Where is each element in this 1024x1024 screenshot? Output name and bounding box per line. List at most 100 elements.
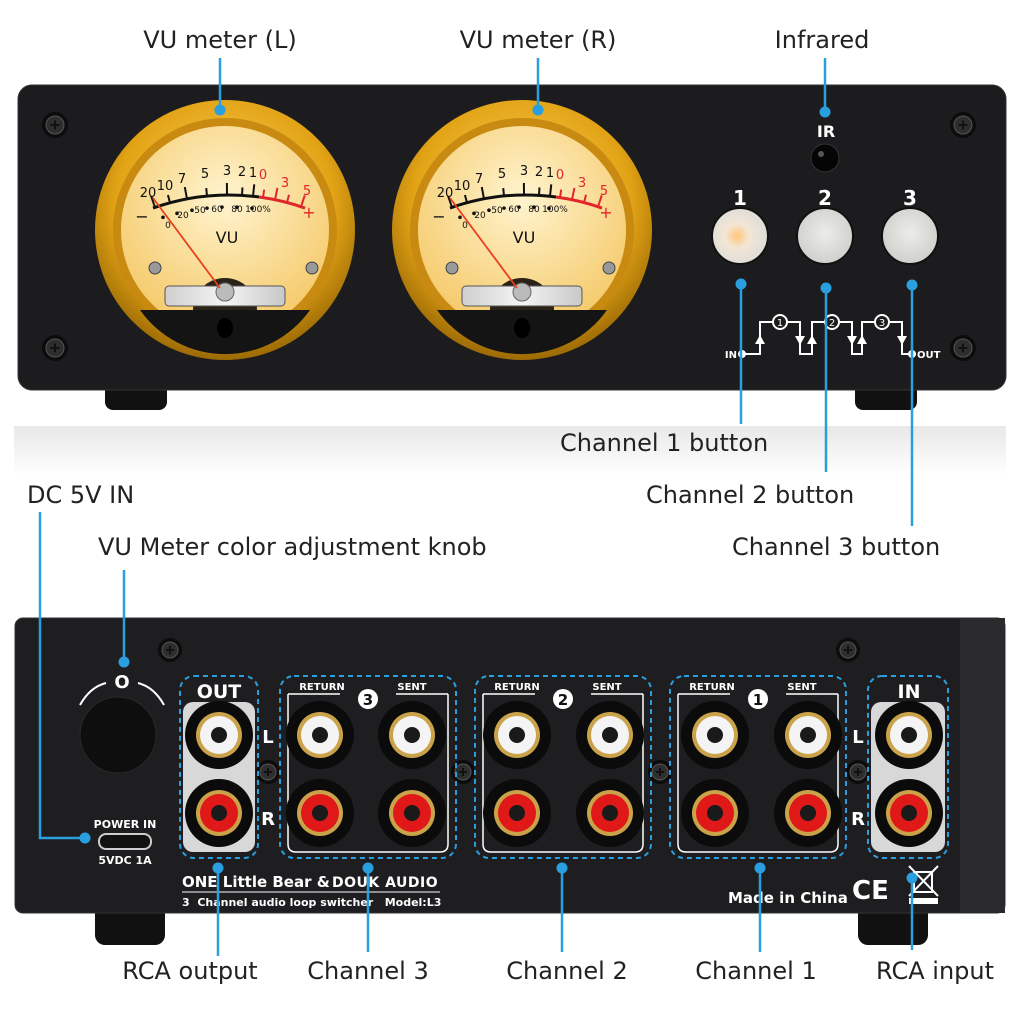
meter-tick [597, 194, 603, 207]
rca-jack-left-white[interactable] [875, 701, 943, 769]
screw-slot [166, 646, 174, 654]
meter-percent-label: 80 [231, 205, 243, 215]
callout-ch2-button: Channel 2 button [646, 481, 854, 509]
jack-hole [404, 727, 420, 743]
ir-label: IR [817, 122, 835, 141]
right-label: R [851, 809, 865, 830]
channel-2-button[interactable] [796, 207, 854, 265]
out-group-outline [179, 675, 259, 859]
meter-percent-label: 20 [177, 211, 189, 221]
meter-scale-arc [449, 193, 557, 210]
rca-jack-left-white[interactable] [576, 701, 644, 769]
rca-jack-right-red[interactable] [681, 779, 749, 847]
screw-slot [459, 768, 467, 776]
out-label: OUT [197, 681, 242, 703]
meter-percent-label: 100% [245, 205, 271, 215]
meter-scale-label-red: 3 [281, 176, 289, 191]
leader-dot [735, 278, 747, 290]
vu-color-knob[interactable] [79, 696, 157, 774]
brand-line: ONE Little Bear & [182, 873, 330, 891]
meter-zero-adjust [217, 318, 233, 338]
return-label: RETURN [299, 682, 345, 693]
channel-number-badge [553, 689, 573, 709]
brand-name: DOUK AUDIO [332, 875, 438, 891]
jack-hole [901, 727, 917, 743]
rca-jack-left-white[interactable] [286, 701, 354, 769]
leader-dot [532, 104, 544, 116]
jack-hole [707, 805, 723, 821]
meter-scale-arc-red [555, 195, 603, 210]
meter-scale-label-red: 3 [578, 176, 586, 191]
rca-jack-right-red[interactable] [286, 779, 354, 847]
meter-tick [274, 187, 279, 200]
meter-dot [458, 215, 462, 220]
arrow-down-icon [795, 336, 805, 345]
meter-tick [502, 188, 505, 197]
jack-hole [901, 805, 917, 821]
arrow-down-icon [847, 336, 857, 345]
return-label: RETURN [689, 682, 735, 693]
meter-tick [559, 189, 563, 198]
button-number-2: 2 [818, 186, 832, 210]
ir-sensor-glint [818, 151, 824, 157]
meter-tick [205, 188, 208, 197]
meter-scale-label: 20 [437, 186, 454, 201]
button-number-3: 3 [903, 186, 917, 210]
step-number: 1 [777, 318, 783, 329]
screw-icon [305, 261, 319, 275]
usb-c-port[interactable] [98, 833, 152, 850]
meter-percent-label: 0 [462, 221, 468, 231]
callout-channel1: Channel 1 [695, 957, 816, 985]
meter-scale-label: 10 [157, 179, 174, 194]
knob-arc-right [137, 682, 165, 706]
ir-sensor [810, 143, 840, 173]
callout-leaders [38, 58, 918, 956]
weee-bin-icon [908, 865, 939, 904]
callout-channel2: Channel 2 [506, 957, 627, 985]
leader-dot [819, 106, 831, 118]
meter-plus: + [302, 203, 315, 222]
rca-jack-right-red[interactable] [774, 779, 842, 847]
sent-label: SENT [787, 682, 816, 693]
channel-3-button[interactable] [881, 207, 939, 265]
meter-percent-label: 50 [194, 206, 206, 216]
rca-jack-right-red[interactable] [576, 779, 644, 847]
leader-dot [79, 832, 91, 844]
leader-dot [362, 862, 374, 874]
meter-plus: + [599, 203, 612, 222]
meter-scale-label: 20 [140, 186, 157, 201]
diagram-out-label: OUT [917, 350, 941, 361]
rca-jack-left-white[interactable] [681, 701, 749, 769]
rca-jack-left-white[interactable] [483, 701, 551, 769]
meter-percent-label: 0 [165, 221, 171, 231]
meter-tick [480, 186, 485, 200]
rca-jack-left-white[interactable] [378, 701, 446, 769]
rca-jack-right-red[interactable] [875, 779, 943, 847]
right-label: R [261, 809, 275, 830]
screw-slot [958, 343, 968, 353]
meter-tick [300, 194, 306, 207]
channel-1-button[interactable] [711, 207, 769, 265]
meter-dot [175, 211, 179, 216]
meter-dot [532, 205, 536, 209]
screw-icon [950, 112, 976, 138]
meter-scale-label-red: 5 [600, 184, 608, 199]
step-number: 3 [879, 318, 885, 329]
rca-jack-right-red[interactable] [378, 779, 446, 847]
rca-jack-left-white[interactable] [774, 701, 842, 769]
arrow-up-icon [857, 335, 867, 344]
meter-tick [150, 195, 156, 208]
meter-scale-label-red: 0 [556, 168, 564, 183]
meter-tick [286, 194, 291, 203]
rca-jack-right-red[interactable] [185, 779, 253, 847]
rca-jack-left-white[interactable] [185, 701, 253, 769]
meter-tick [571, 187, 576, 200]
meter-scale-label: 3 [520, 164, 528, 179]
knob-mark: O [114, 672, 129, 693]
callout-vu-left: VU meter (L) [143, 26, 297, 54]
meter-unit-label: VU [216, 228, 239, 247]
knob-arc-left [79, 682, 107, 706]
rca-jack-right-red[interactable] [483, 779, 551, 847]
meter-zero-adjust [514, 318, 530, 338]
